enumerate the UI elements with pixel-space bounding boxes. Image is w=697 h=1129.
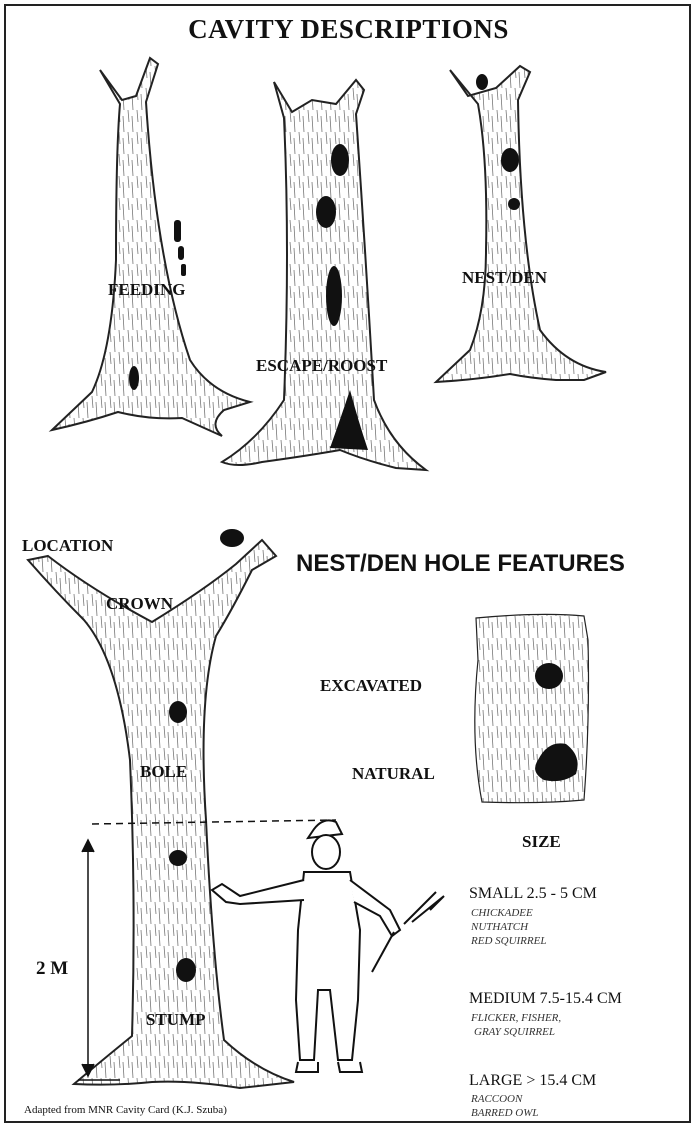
nest-cavity-1 [501,148,519,172]
nest-den-label: NEST/DEN [462,268,547,288]
size-large-species: RACCOON BARRED OWL [471,1092,539,1120]
nest-cavity-top [476,74,488,90]
roost-cavity-1 [331,144,349,176]
species-item: FLICKER, FISHER, [471,1011,561,1025]
species-item: BARRED OWL [471,1106,539,1120]
species-item: RED SQUIRREL [471,934,546,948]
size-medium-species: FLICKER, FISHER, GRAY SQUIRREL [471,1011,561,1039]
crown-cavity [220,529,244,547]
feeding-cavity-1 [174,220,181,242]
roost-cavity-3 [326,266,342,326]
hole-feature-closeup [475,614,589,802]
escape-roost-tree [222,80,426,470]
bole-label: BOLE [140,762,187,782]
page-title: CAVITY DESCRIPTIONS [0,14,697,45]
feeding-cavity-2 [178,246,184,260]
feeding-label: FEEDING [108,280,185,300]
crown-label: CROWN [106,594,173,614]
species-item: RACCOON [471,1092,539,1106]
nest-cavity-2 [508,198,520,210]
stump-label: STUMP [146,1010,206,1030]
feeding-cavity-3 [181,264,186,276]
size-heading: SIZE [522,832,561,852]
roost-cavity-2 [316,196,336,228]
location-heading: LOCATION [22,536,113,556]
stump-cavity-upper [169,850,187,866]
size-small-label: SMALL 2.5 - 5 CM [469,885,597,903]
species-item: GRAY SQUIRREL [471,1025,561,1039]
stump-cavity-lower [176,958,196,982]
feeding-tree [52,58,250,436]
height-label: 2 M [36,958,68,980]
natural-label: NATURAL [352,764,435,784]
size-small-species: CHICKADEE NUTHATCH RED SQUIRREL [471,906,546,948]
size-large-label: LARGE > 15.4 CM [469,1072,596,1090]
excavated-hole [535,663,563,689]
credit-text: Adapted from MNR Cavity Card (K.J. Szuba… [24,1104,227,1116]
features-heading: NEST/DEN HOLE FEATURES [296,550,625,578]
feeding-cavity-4 [129,366,139,390]
escape-roost-label: ESCAPE/ROOST [256,356,387,376]
bole-cavity [169,701,187,723]
species-item: NUTHATCH [471,920,546,934]
nest-den-tree [436,66,606,382]
excavated-label: EXCAVATED [320,676,422,696]
species-item: CHICKADEE [471,906,546,920]
person-figure [212,820,444,1072]
size-medium-label: MEDIUM 7.5-15.4 CM [469,990,622,1008]
